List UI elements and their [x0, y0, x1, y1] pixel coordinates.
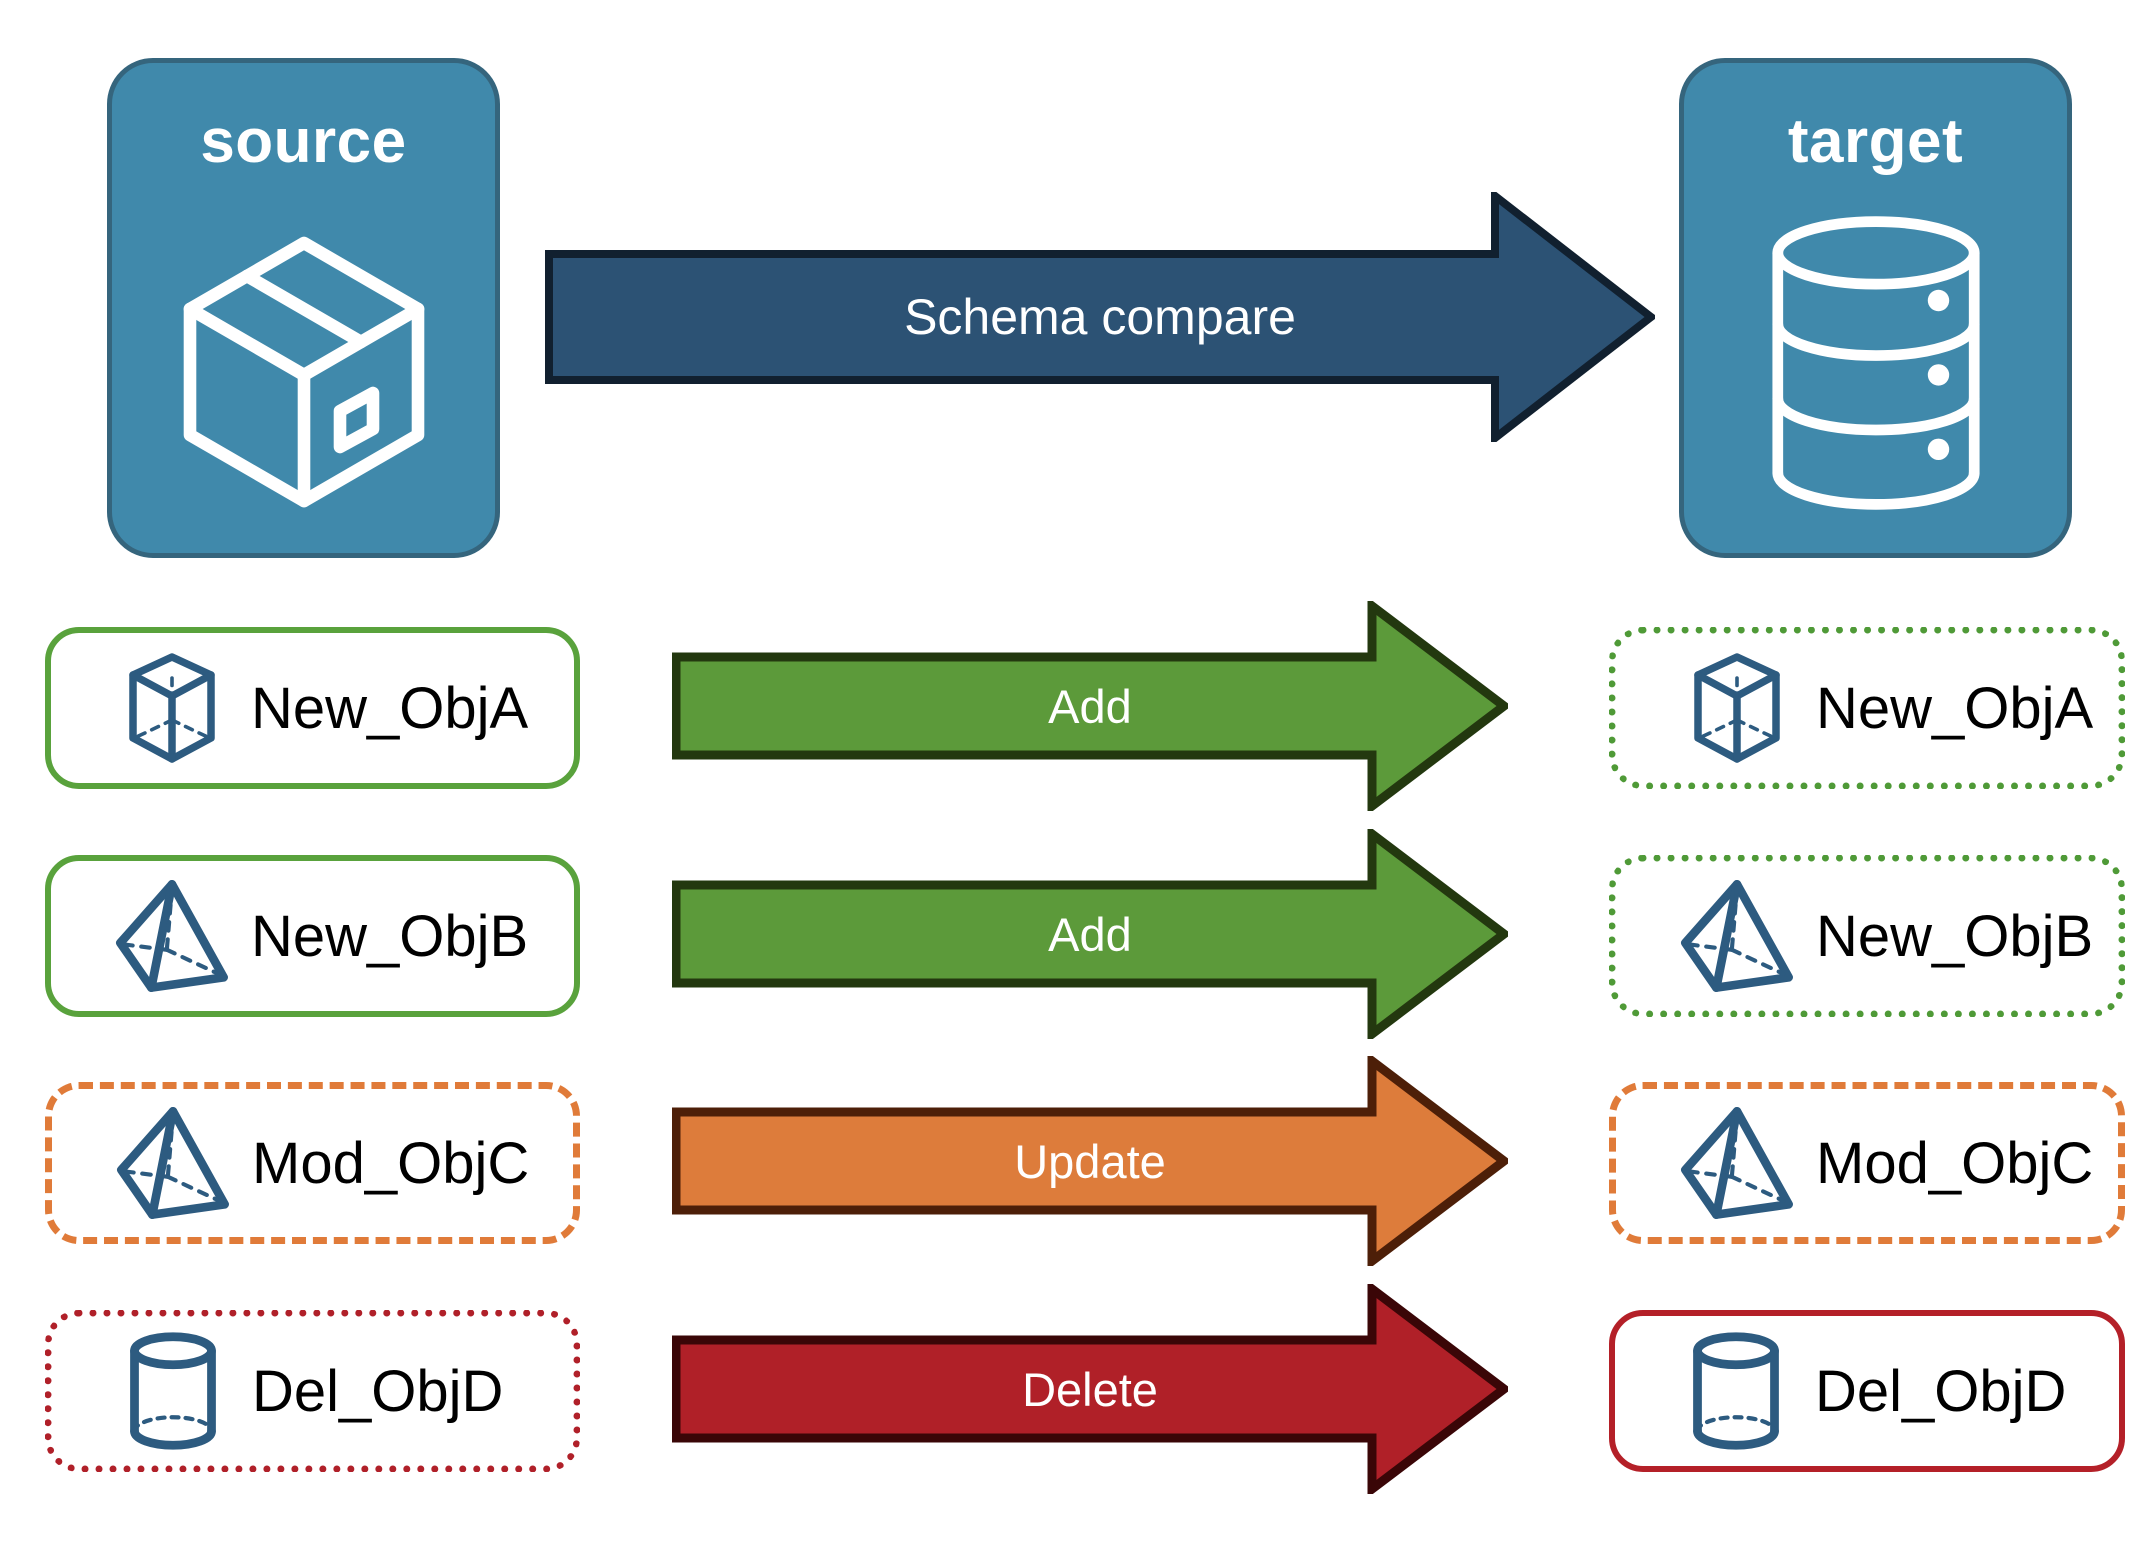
action-arrow-add: Add: [671, 596, 1512, 816]
target-object-card[interactable]: Mod_ObjC: [1609, 1082, 2125, 1244]
diff-row: Del_ObjD Delete Del_ObjD: [0, 1279, 2150, 1499]
wireframe-pyramid-icon: [1672, 1098, 1802, 1228]
target-object-label: New_ObjB: [1816, 903, 2094, 969]
source-object-card[interactable]: New_ObjB: [45, 855, 580, 1017]
wireframe-pyramid-icon: [107, 871, 237, 1001]
target-object-card[interactable]: New_ObjA: [1609, 627, 2125, 789]
target-object-card[interactable]: Del_ObjD: [1609, 1310, 2125, 1472]
wireframe-cube-icon: [1672, 643, 1802, 773]
source-object-card[interactable]: New_ObjA: [45, 627, 580, 789]
target-object-label: New_ObjA: [1816, 675, 2094, 741]
target-object-card[interactable]: New_ObjB: [1609, 855, 2125, 1017]
database-cylinder-icon: [1684, 173, 2067, 553]
diff-row: Mod_ObjC Update: [0, 1051, 2150, 1271]
source-object-card[interactable]: Del_ObjD: [45, 1310, 580, 1472]
schema-compare-arrow: Schema compare: [545, 187, 1658, 447]
source-object-label: New_ObjB: [251, 903, 529, 969]
source-object-card[interactable]: Mod_ObjC: [45, 1082, 580, 1244]
target-endpoint-card: target: [1679, 58, 2072, 558]
action-arrow-update: Update: [671, 1051, 1512, 1271]
source-object-label: New_ObjA: [251, 675, 529, 741]
diff-row: New_ObjA Add: [0, 596, 2150, 816]
target-object-label: Mod_ObjC: [1816, 1130, 2094, 1196]
action-arrow-delete: Delete: [671, 1279, 1512, 1499]
source-title: source: [200, 107, 407, 176]
wireframe-pyramid-icon: [108, 1098, 238, 1228]
source-endpoint-card: source: [107, 58, 500, 558]
action-arrow-add: Add: [671, 824, 1512, 1044]
wireframe-pyramid-icon: [1672, 871, 1802, 1001]
target-title: target: [1787, 107, 1964, 176]
wireframe-cylinder-icon: [108, 1326, 238, 1456]
package-box-icon: [112, 173, 495, 553]
source-object-label: Mod_ObjC: [252, 1130, 530, 1196]
source-object-label: Del_ObjD: [252, 1358, 504, 1424]
wireframe-cylinder-icon: [1671, 1326, 1801, 1456]
diff-row: New_ObjB Add: [0, 824, 2150, 1044]
wireframe-cube-icon: [107, 643, 237, 773]
target-object-label: Del_ObjD: [1815, 1358, 2067, 1424]
